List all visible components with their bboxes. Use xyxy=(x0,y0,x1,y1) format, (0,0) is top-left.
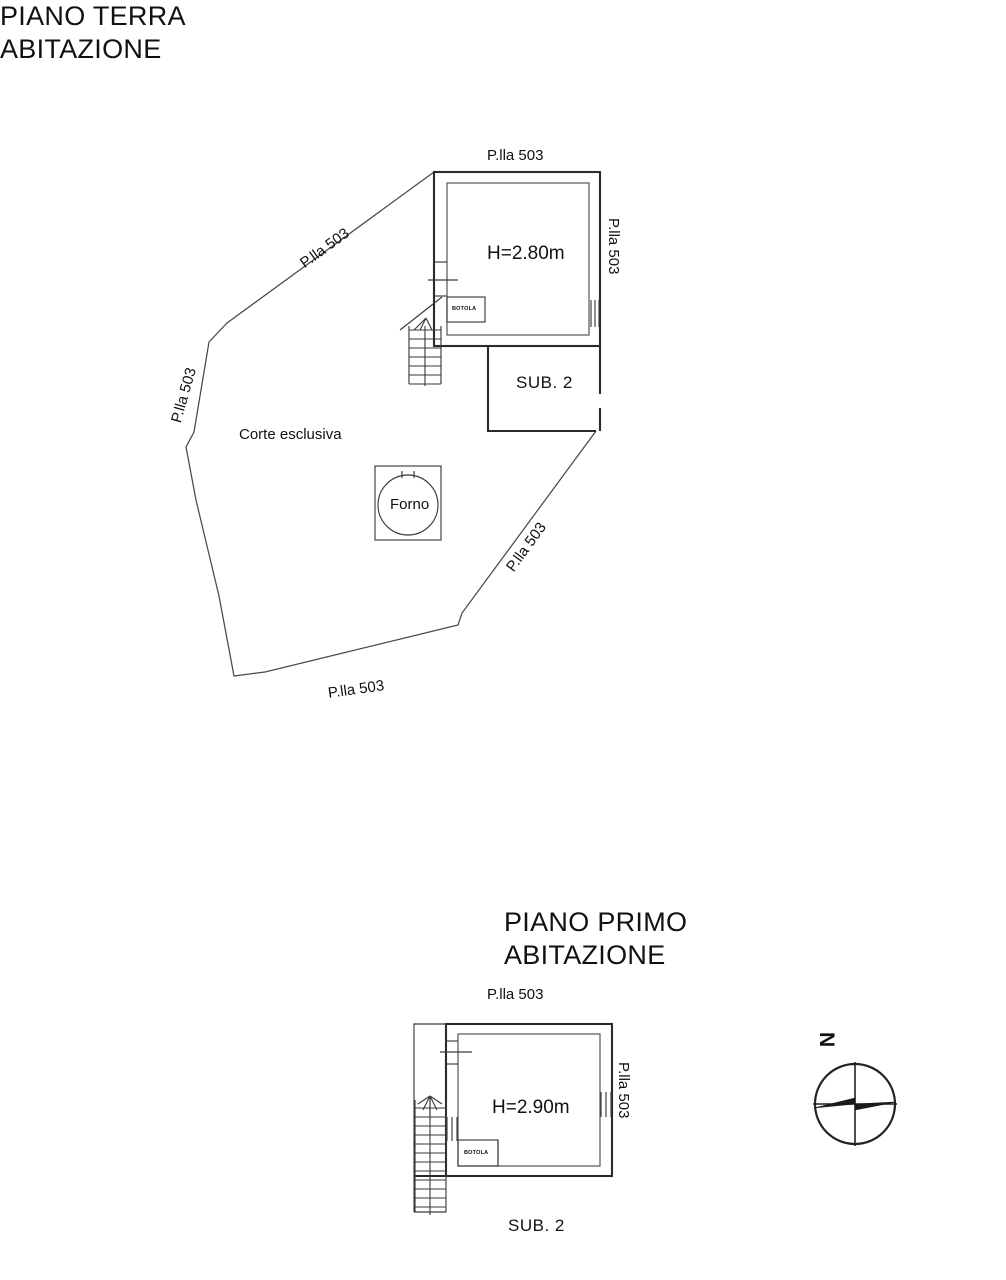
parcel-boundary-outline xyxy=(185,171,597,677)
sub-label-ground: SUB. 2 xyxy=(516,373,573,392)
sub-label-first: SUB. 2 xyxy=(508,1216,565,1235)
ground-floor-title: PIANO TERRA ABITAZIONE xyxy=(0,0,186,66)
sub2-block-ground xyxy=(486,346,596,433)
room-height-first: H=2.90m xyxy=(492,1097,570,1118)
oven-label: Forno xyxy=(390,496,430,513)
stair-shaft-outline xyxy=(413,1023,446,1212)
hatch-label-ground: BOTOLA xyxy=(452,306,477,312)
room-height-ground: H=2.80m xyxy=(487,243,565,264)
compass-rose xyxy=(813,1062,897,1146)
building-inner-wall-line xyxy=(446,182,590,336)
staircase-first xyxy=(414,1095,447,1215)
first-floor-title-line1: PIANO PRIMO xyxy=(504,907,688,937)
ground-floor-title-line1: PIANO TERRA xyxy=(0,1,186,31)
staircase-ground xyxy=(399,296,443,386)
hatch-label-first: BOTOLA xyxy=(464,1150,489,1156)
courtyard-label: Corte esclusiva xyxy=(239,426,342,443)
compass-north-label: N xyxy=(815,1032,838,1048)
first-floor-title: PIANO PRIMO ABITAZIONE xyxy=(504,906,687,972)
ground-floor-drawing xyxy=(185,170,602,677)
oven-symbol xyxy=(374,465,442,541)
parcel-label-top-first: P.lla 503 xyxy=(487,986,544,1003)
hatch-box-ground xyxy=(446,296,486,323)
compass-needle-west xyxy=(813,1097,856,1109)
ground-floor-title-line2: ABITAZIONE xyxy=(0,33,162,64)
compass-needle-east xyxy=(854,1101,897,1111)
first-floor-title-line2: ABITAZIONE xyxy=(504,939,666,970)
building-inner-wall-line-first xyxy=(457,1033,601,1167)
parcel-label-right-first: P.lla 503 xyxy=(615,1062,632,1119)
parcel-label-top-ground: P.lla 503 xyxy=(487,147,544,164)
